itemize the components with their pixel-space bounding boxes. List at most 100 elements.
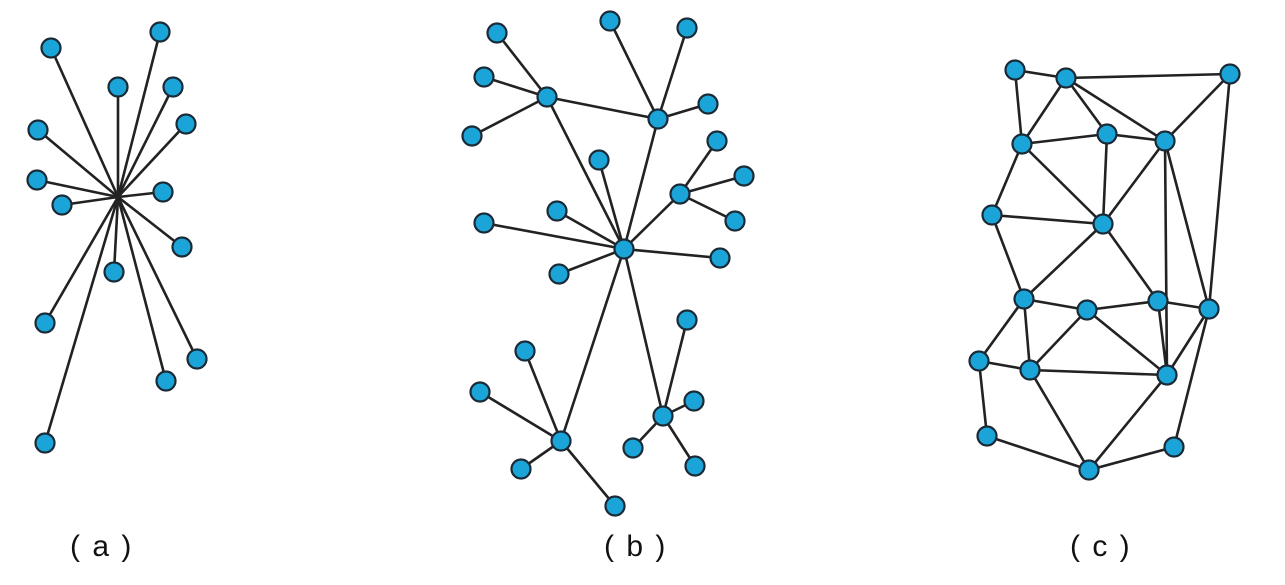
panel-c-edge [990,213,1105,226]
panel-a-node [51,194,73,216]
panel-b-edge [557,247,626,276]
panel-b-edge [656,26,689,121]
panel-a-edge [116,30,162,199]
panel-b-edge [545,95,626,251]
panel-c-edge [1028,368,1169,377]
panel-a-edge [112,195,120,274]
panel-b-node [684,455,706,477]
panel-c-edge [1013,68,1024,146]
panel-b-node [514,340,536,362]
panel-a-node [34,312,56,334]
panel-c-node [1163,436,1185,458]
panel-a-node [175,113,197,135]
panel-a-edge [36,128,120,199]
panel-b-node [536,86,558,108]
panel-b-edge [622,192,682,251]
panel-b-edge [478,390,563,443]
panel-b-edge [559,439,617,508]
panel-b-node [676,309,698,331]
panel-c-edge [1087,445,1176,472]
panel-a-edge [43,195,120,325]
panel-a-edge [116,85,175,199]
panel-b-edge [555,209,626,251]
panel-c-node [1013,288,1035,310]
panel-c-edge [990,213,1026,301]
panel-c-edge [1085,299,1160,312]
panel-a-edge [116,122,188,199]
panel-c-node [968,350,990,372]
panel-b-node [473,66,495,88]
panel-b-node [647,108,669,130]
panel-c-node [1004,59,1026,81]
panel-c-edge [1172,307,1211,449]
panel-a-edge [43,195,120,445]
panel-b-edge [622,247,722,260]
panel-c-edge [1022,222,1105,301]
panel-c-edge [977,359,989,438]
panel-a-node [152,181,174,203]
panel-c-node [1078,459,1100,481]
panel-c-edge [1020,76,1068,146]
panel-b-edge [622,117,660,251]
panel-c-edge [1022,297,1032,372]
panel-c-edge [1028,308,1089,372]
panel-c-node [976,425,998,447]
panel-c-edge [1022,297,1089,312]
panel-b-node [546,200,568,222]
panel-a-caption: ( a ) [70,530,134,563]
panel-b-hub-tree-network [461,10,755,517]
panel-c-node [1219,63,1241,85]
panel-b-node [548,263,570,285]
panel-b-node [709,247,731,269]
panel-b-edge [523,349,563,443]
panel-b-edge [661,318,689,418]
panel-b-edge [597,158,626,251]
panel-c-edge [1156,299,1169,377]
panel-c-edge [1020,132,1109,146]
panel-c-edge [1207,72,1232,311]
panel-a-node [34,432,56,454]
panel-c-node [1076,299,1098,321]
panel-b-node [733,165,755,187]
panel-c-edge [1163,139,1211,311]
panel-b-edge [482,75,549,99]
panel-a-star-network [26,21,208,454]
panel-a-node [186,348,208,370]
panel-b-edge [622,247,665,418]
panel-a-edge [116,195,199,361]
panel-b-node [461,125,483,147]
panel-c-edge [1101,132,1109,226]
panel-b-node [697,93,719,115]
panel-c-caption: ( c ) [1070,530,1132,563]
panel-c-edge [1163,139,1169,377]
panel-b-edge [470,95,549,138]
panel-c-edge [1101,139,1167,226]
panel-c-edge [1101,222,1160,303]
panel-b-edge [608,19,660,121]
panel-a-node [27,119,49,141]
panel-b-node [588,149,610,171]
panel-c-edge [977,297,1026,363]
panel-b-node [510,458,532,480]
panel-c-node [1055,67,1077,89]
panel-b-node [622,437,644,459]
panel-c-node [1156,364,1178,386]
panel-a-edge [116,195,168,383]
panel-c-edge [1165,307,1211,377]
panel-b-node [473,212,495,234]
panel-c-edge [985,434,1091,472]
panel-c-node [1147,290,1169,312]
panel-c-edge [1087,373,1169,472]
panel-b-node [652,405,674,427]
panel-b-node [550,430,572,452]
panel-b-node [683,390,705,412]
panel-b-node [604,495,626,517]
panel-c-edge [1020,142,1105,226]
panel-b-node [706,130,728,152]
panel-b-node [599,10,621,32]
panel-c-node [1096,123,1118,145]
panel-a-edge [35,178,120,199]
panel-c-edge [990,142,1024,217]
panel-b-node [669,183,691,205]
